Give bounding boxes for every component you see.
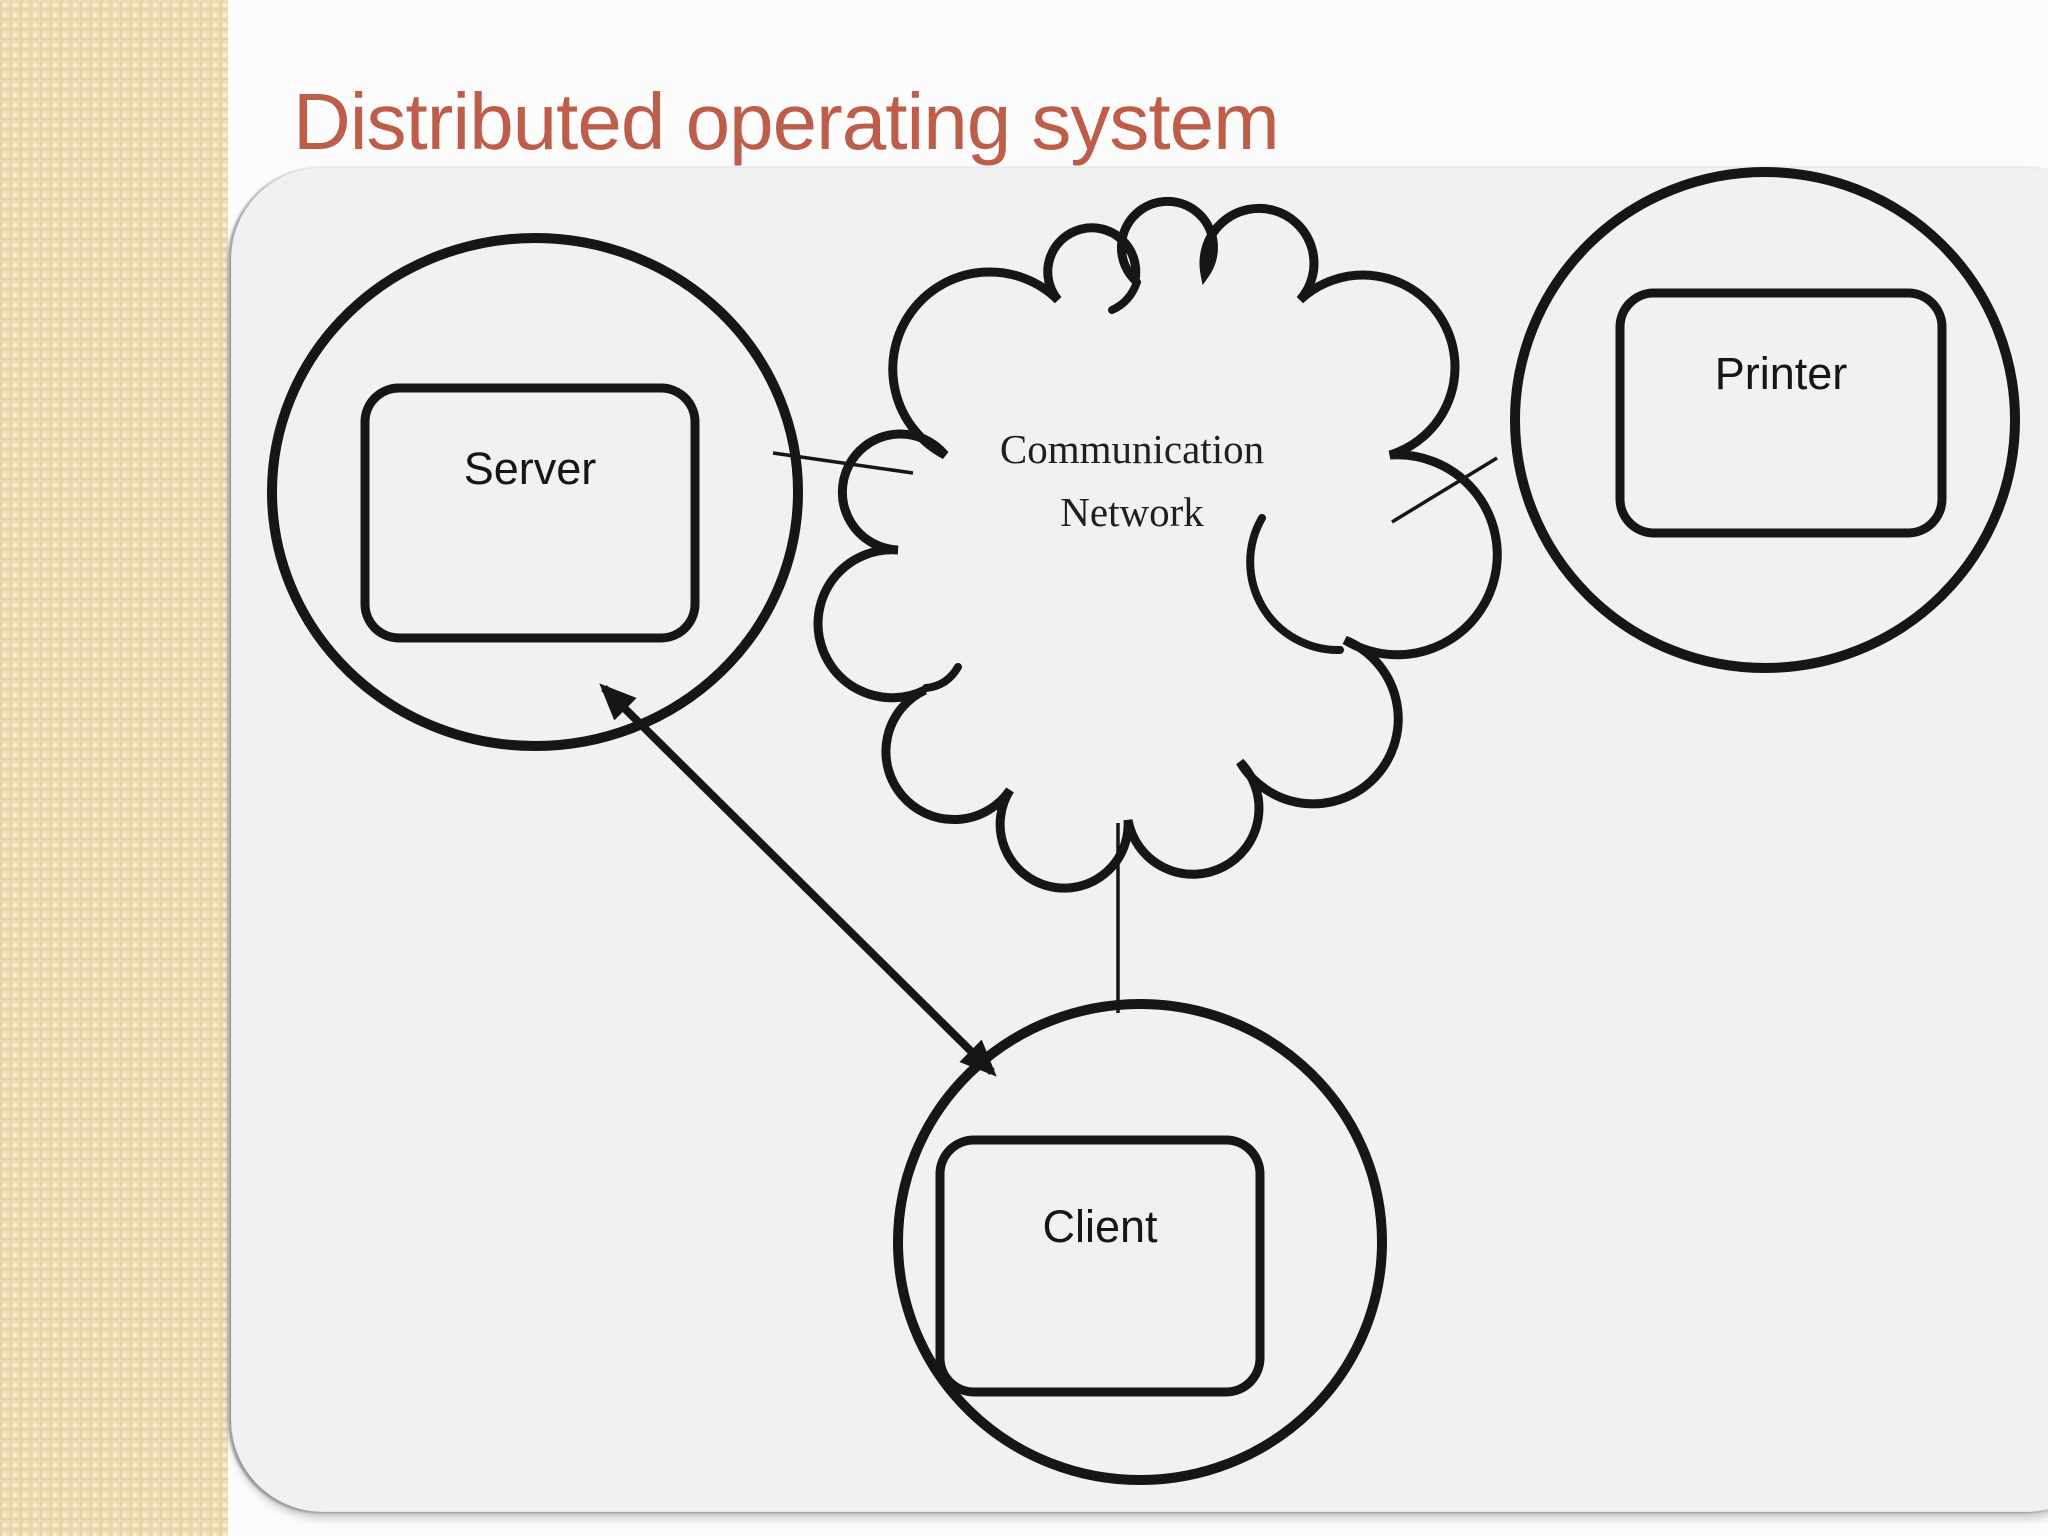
server-label: Server bbox=[464, 443, 597, 494]
server-box bbox=[360, 383, 700, 643]
server-circle bbox=[267, 233, 803, 751]
cloud-hook-right bbox=[1246, 514, 1344, 655]
client-circle bbox=[893, 999, 1387, 1485]
cloud-hook-bottom-left bbox=[922, 663, 962, 692]
edge-cloud-printer bbox=[1391, 456, 1498, 524]
cloud-label-line1: Communication bbox=[1000, 426, 1264, 472]
printer-label: Printer bbox=[1715, 348, 1848, 399]
connector-lines bbox=[772, 451, 1498, 1013]
printer-box bbox=[1615, 288, 1947, 538]
slide-title: Distributed operating system bbox=[293, 77, 1280, 166]
cloud-node: Communication Network bbox=[813, 196, 1502, 893]
sidebar-pattern bbox=[0, 0, 228, 1536]
cloud-label-line2: Network bbox=[1060, 489, 1204, 535]
printer-node: Printer bbox=[1510, 167, 2020, 673]
cloud-hook-top bbox=[1108, 278, 1141, 314]
client-box bbox=[935, 1135, 1265, 1397]
cloud-outline bbox=[813, 196, 1502, 893]
edge-server-client-arrow bbox=[599, 683, 997, 1077]
client-node: Client bbox=[893, 999, 1387, 1485]
printer-circle bbox=[1510, 167, 2020, 673]
server-node: Server bbox=[267, 233, 803, 751]
client-label: Client bbox=[1042, 1201, 1158, 1252]
